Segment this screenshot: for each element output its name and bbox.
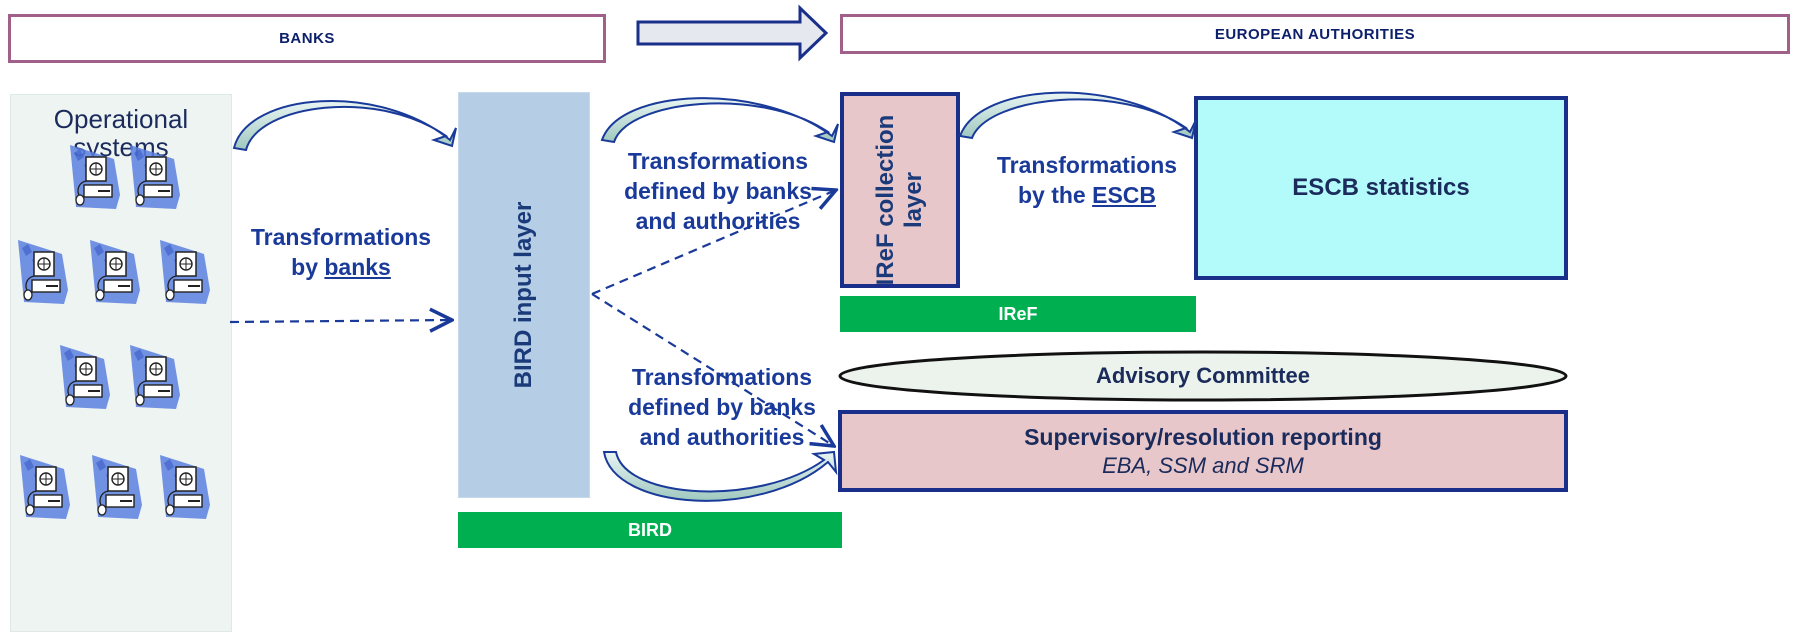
computer-icon xyxy=(129,344,181,410)
transformations-by-banks: Transformations by banks xyxy=(236,222,446,282)
escb-statistics-box: ESCB statistics xyxy=(1194,96,1568,280)
bird-bar-label: BIRD xyxy=(628,519,672,540)
transformations-by-escb-line2: by the ESCB xyxy=(1017,182,1157,208)
computer-icon xyxy=(69,144,121,210)
advisory-committee-ellipse xyxy=(838,350,1568,402)
computer-icon xyxy=(129,144,181,210)
transformations-defined-upper-line3: and authorities xyxy=(635,208,801,234)
european-authorities-header: European authorities xyxy=(840,14,1790,54)
transformations-by-escb-line1: Transformations xyxy=(996,152,1178,178)
escb-statistics-label: ESCB statistics xyxy=(1292,174,1470,201)
transformations-defined-upper-line2: defined by banks xyxy=(624,178,812,204)
transformations-defined-lower: Transformations defined by banks and aut… xyxy=(602,362,842,452)
bird-bar: BIRD xyxy=(458,512,842,548)
supervisory-reporting-box: Supervisory/resolution reporting EBA, SS… xyxy=(838,410,1568,492)
bird-input-layer: BIRD input layer xyxy=(458,92,590,498)
iref-collection-layer: IReF collection layer xyxy=(840,92,960,288)
iref-bar-label: IReF xyxy=(998,303,1038,324)
banks-link: banks xyxy=(324,254,391,280)
dashed-arrow-icon xyxy=(229,320,452,322)
transformations-defined-upper-line1: Transformations xyxy=(627,148,809,174)
advisory-committee-label: Advisory Committee xyxy=(1096,363,1310,388)
computer-icon xyxy=(159,239,211,305)
supervisory-reporting-title: Supervisory/resolution reporting xyxy=(1024,423,1382,450)
flow-arrow-icon xyxy=(636,4,829,62)
transformations-defined-upper: Transformations defined by banks and aut… xyxy=(598,146,838,236)
banks-header-label: Banks xyxy=(279,30,335,47)
computer-icon xyxy=(19,454,71,520)
computer-icon xyxy=(159,454,211,520)
transformations-by-banks-line2: by banks xyxy=(291,254,391,280)
iref-bar: IReF xyxy=(840,296,1196,332)
escb-link: ESCB xyxy=(1092,182,1157,208)
curved-arrow-icon xyxy=(600,97,839,144)
computer-icon xyxy=(91,454,143,520)
transformations-by-banks-line1: Transformations xyxy=(250,224,432,250)
transformations-by-escb: Transformations by the ESCB xyxy=(982,150,1192,210)
european-authorities-label: European authorities xyxy=(1214,25,1416,43)
computer-icon xyxy=(17,239,69,305)
operational-systems-panel: Operational systems xyxy=(10,94,232,632)
transformations-defined-lower-line3: and authorities xyxy=(639,424,805,450)
curved-arrow-icon xyxy=(958,91,1197,140)
transformations-defined-lower-line2: defined by banks xyxy=(628,394,816,420)
computer-icon xyxy=(89,239,141,305)
dashed-arrow-icon xyxy=(591,293,834,446)
banks-header: Banks xyxy=(8,14,606,63)
computer-icon xyxy=(59,344,111,410)
supervisory-reporting-subtitle: EBA, SSM and SRM xyxy=(1102,452,1304,478)
transformations-defined-lower-line1: Transformations xyxy=(631,364,813,390)
curved-arrow-icon xyxy=(232,100,457,152)
curved-arrow-icon xyxy=(602,450,838,502)
